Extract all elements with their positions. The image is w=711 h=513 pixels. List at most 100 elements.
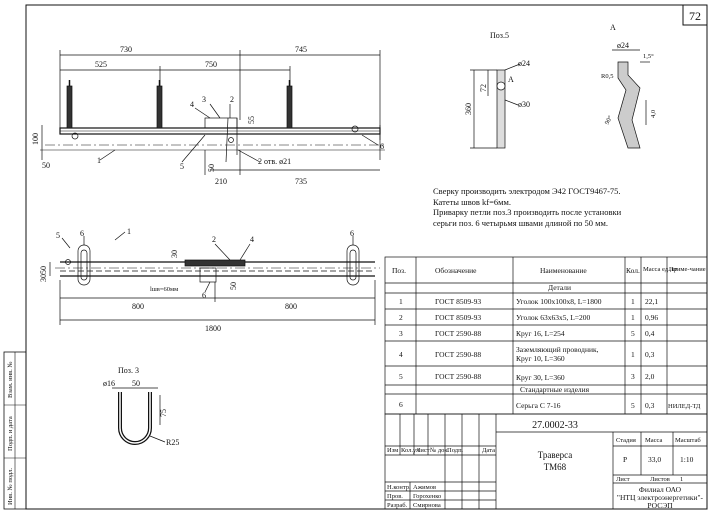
sheets-value: 1	[680, 476, 683, 483]
dim-750: 750	[205, 60, 217, 69]
viewA-r: R0,5	[601, 73, 613, 80]
note-line-4: серьги поз. 6 четырьмя швами длиной по 5…	[433, 217, 609, 228]
row5-pos: 5	[399, 372, 403, 381]
stamp-replace-inv: Взам. инв. №	[7, 361, 14, 398]
th-note: Приме-чание	[669, 266, 706, 273]
pos5-detail	[470, 63, 521, 149]
plan-pos-4: 4	[250, 235, 254, 244]
title-line2: ТМ68	[544, 462, 567, 472]
col-date: Дата	[482, 447, 495, 454]
row3-mass: 0,4	[645, 329, 655, 338]
row5-qty: 3	[631, 372, 635, 381]
stamp-sign-date: Подп. и дата	[7, 416, 14, 451]
technical-notes: Сверку производить электродом Э42 ГОСТ94…	[433, 186, 663, 228]
title-block	[384, 413, 708, 510]
pos5-d30: ø30	[518, 100, 530, 109]
role-2-name: Горохенко	[413, 493, 441, 500]
pos-2-label: 2	[230, 95, 234, 104]
pos3-d16: ø16	[103, 379, 115, 388]
dim-55: 55	[247, 116, 256, 124]
row6-qty: 5	[631, 401, 635, 410]
dim-210: 210	[215, 177, 227, 186]
dim-50-plan: 50	[229, 282, 238, 290]
viewA-title: А	[610, 23, 616, 32]
sheet-header: Лист	[616, 476, 630, 483]
th-qty: Кол.	[626, 266, 640, 275]
doc-number: 27.0002-33	[532, 420, 578, 431]
row4-name: Заземляющий проводник,	[516, 345, 599, 354]
row4-code: ГОСТ 2590-88	[435, 350, 481, 359]
row1-code: ГОСТ 8509-93	[435, 297, 481, 306]
row5-name: Круг 30, L=360	[516, 373, 565, 382]
dim-800b: 800	[285, 302, 297, 311]
role-1-name: Ажимов	[413, 484, 436, 491]
row2-name: Уголок 63x63x5, L=200	[516, 313, 591, 322]
pos-4-label: 4	[190, 100, 194, 109]
pos5-d24: ø24	[518, 59, 530, 68]
weld-length: lшв=60мм	[150, 286, 178, 293]
dim-50: 50	[42, 161, 50, 170]
pos3-detail	[112, 387, 166, 445]
pos3-title: Поз. 3	[118, 366, 139, 375]
role-2: Пров.	[387, 493, 403, 500]
row2-qty: 1	[631, 313, 635, 322]
dim-50b: 50	[207, 164, 216, 172]
row6-name: Серьга С 7-16	[516, 401, 561, 410]
row1-qty: 1	[631, 297, 635, 306]
role-1: Н.контр.	[387, 484, 411, 491]
role-3: Разраб.	[387, 502, 408, 509]
plan-pos-6b: 6	[350, 229, 354, 238]
pos3-h75: 75	[159, 409, 168, 417]
section-details: Детали	[548, 283, 571, 292]
plan-pos-6a: 6	[80, 229, 84, 238]
col-koluch: Кол.уч	[401, 447, 420, 454]
viewA-angle: 1,5°	[643, 53, 654, 60]
th-pos: Поз.	[392, 266, 406, 275]
row2-pos: 2	[399, 313, 403, 322]
th-mass: Масса ед.,кг	[643, 266, 678, 273]
pos5-h360: 360	[464, 103, 473, 115]
viewA-w: 4,0	[650, 110, 657, 118]
row3-code: ГОСТ 2590-88	[435, 329, 481, 338]
plan-pos-6c: 6	[202, 291, 206, 300]
row1-name: Уголок 100x100x8, L=1800	[516, 297, 602, 306]
row5-mass: 2,0	[645, 372, 655, 381]
viewA-90: 90°	[604, 114, 615, 126]
org-line1: Филиал ОАО	[639, 485, 682, 494]
front-view	[40, 50, 385, 175]
spec-table	[384, 256, 708, 415]
scale-value: 1:10	[680, 455, 694, 464]
front-view-labels: 730 745 525 750 210 735 100 50 55 50 2 о…	[31, 45, 384, 186]
pos5-title: Поз.5	[490, 31, 509, 40]
mass-header: Масса	[645, 437, 663, 444]
dim-30: 30	[170, 250, 179, 258]
plan-pos-1: 1	[127, 227, 131, 236]
pos-6-label: 6	[380, 142, 384, 151]
title-line1: Траверса	[538, 450, 572, 460]
note-line-3: Приварку петли поз.3 производить после у…	[433, 207, 622, 217]
pos-5-label: 5	[180, 162, 184, 171]
row4-qty: 1	[631, 350, 635, 359]
pos5-a: А	[508, 75, 514, 84]
scale-header: Масштаб	[675, 437, 701, 444]
row4-name2: Круг 10, L=360	[516, 354, 565, 363]
pos5-h72: 72	[479, 84, 488, 92]
mass-value: 33,0	[648, 455, 661, 464]
side-stamp: Взам. инв. № Подп. и дата Инв. № подл.	[3, 351, 27, 510]
row4-mass: 0,3	[645, 350, 655, 359]
plan-view-labels: 800 800 1800 3050 30 50 lшв=60мм 1 2 4 5…	[39, 227, 354, 333]
dim-730: 730	[120, 45, 132, 54]
col-izm: Изм	[387, 447, 398, 454]
sheets-header: Листов	[650, 476, 670, 483]
page-number-box	[682, 4, 708, 26]
stage-header: Стадия	[616, 437, 636, 444]
row4-pos: 4	[399, 350, 403, 359]
dim-800a: 800	[132, 302, 144, 311]
row3-name: Круг 16, L=254	[516, 329, 565, 338]
pos-1-label: 1	[97, 156, 101, 165]
viewA-detail	[612, 49, 650, 149]
row2-mass: 0,96	[645, 313, 658, 322]
dim-3050: 3050	[39, 266, 48, 282]
page-number: 72	[689, 9, 701, 23]
role-3-name: Смирнова	[413, 502, 441, 509]
